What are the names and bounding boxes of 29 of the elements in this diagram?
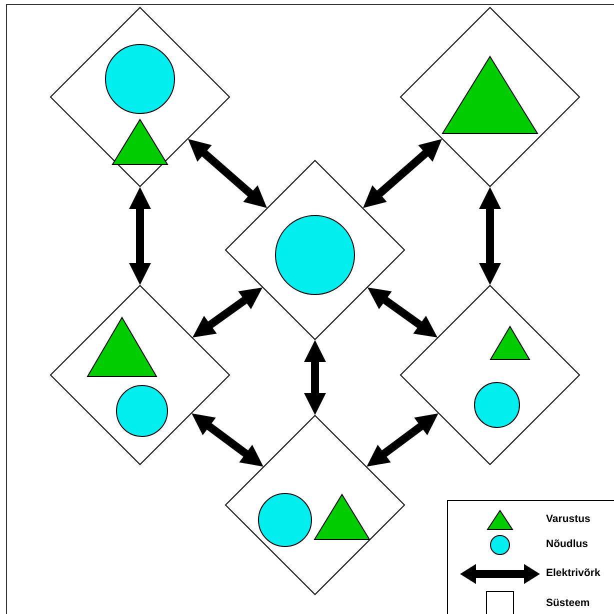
double-arrow — [192, 413, 264, 467]
double-arrow — [129, 187, 151, 285]
triangle-shape — [87, 317, 157, 377]
double-arrow — [192, 288, 262, 338]
legend-label: Elektrivõrk — [546, 567, 600, 579]
diamond-shape — [400, 285, 580, 465]
diamond-shape — [50, 285, 230, 465]
triangle-shape — [490, 326, 530, 360]
triangle-shape — [112, 119, 168, 165]
circle-shape — [258, 493, 312, 547]
diamond-shape — [225, 415, 405, 595]
triangle-shape — [314, 494, 370, 540]
legend-label: Süsteem — [546, 597, 590, 609]
legend-label: Nõudlus — [546, 538, 588, 550]
circle-shape — [105, 44, 175, 114]
double-arrow — [363, 138, 442, 208]
legend-label: Varustus — [546, 513, 590, 525]
double-arrow — [188, 138, 267, 208]
double-arrow — [479, 187, 501, 285]
circle-shape — [116, 385, 168, 437]
double-arrow — [366, 413, 438, 467]
diamond-shape — [400, 7, 580, 187]
circle-shape — [474, 382, 520, 428]
double-arrow — [368, 288, 438, 338]
diamond-shape — [50, 7, 230, 187]
diamond-shape — [225, 160, 405, 340]
circle-shape — [275, 215, 355, 295]
double-arrow — [304, 340, 326, 415]
triangle-shape — [442, 56, 538, 134]
